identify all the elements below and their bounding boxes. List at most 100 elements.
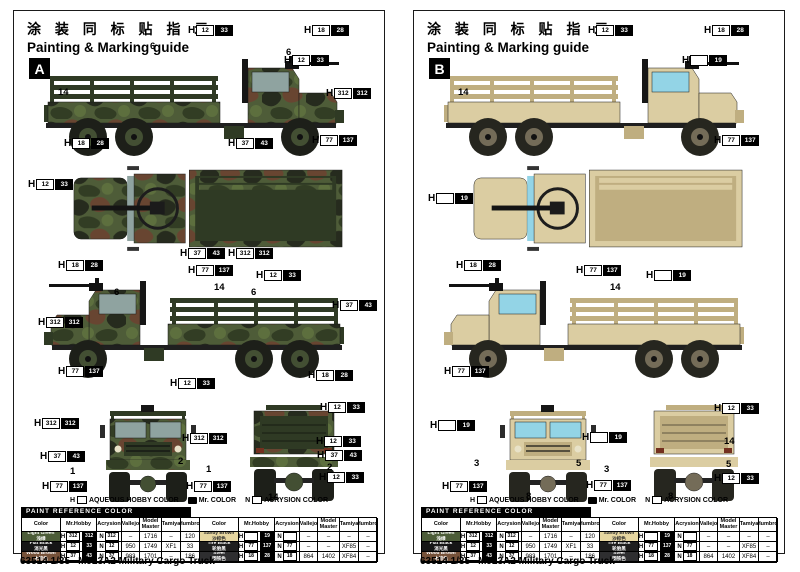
aqueous-number-box: 12 xyxy=(722,473,741,484)
col-header: Humbrol xyxy=(181,518,200,532)
aqueous-number-box: 77 xyxy=(584,265,603,276)
humbrol-cell: 120 xyxy=(581,532,600,542)
legend-mr-color: Mr. COLOR xyxy=(187,496,236,504)
col-header: Acrysion xyxy=(97,518,122,532)
aqueous-prefix: H xyxy=(586,480,594,491)
aqueous-prefix: H xyxy=(704,25,712,36)
paint-callout: H 18 28 xyxy=(704,25,750,36)
mr-color-number-box: 137 xyxy=(339,135,358,146)
model-master-cell: 1749 xyxy=(540,542,562,552)
model-master-cell: 1701 xyxy=(540,552,562,562)
tamiya-cell: XF1 xyxy=(162,542,181,552)
paint-callout: H 77 137 xyxy=(442,481,488,492)
aqueous-number-box: 77 xyxy=(450,481,469,492)
aqueous-number-box: 18 xyxy=(712,25,731,36)
col-header: Humbrol xyxy=(759,518,778,532)
vallejo-cell: – xyxy=(300,542,318,552)
col-header: Vallejo xyxy=(300,518,318,532)
aqueous-number-box: 77 xyxy=(194,481,213,492)
truck-side-view-cab-right xyxy=(44,56,344,156)
col-header: Model Master xyxy=(140,518,162,532)
part-number: 1 xyxy=(206,464,212,475)
paint-callout: H 12 33 xyxy=(714,473,760,484)
acrysion-cell: N xyxy=(275,532,300,542)
paint-callout: H 19 xyxy=(682,55,728,66)
paint-table-title: PAINT REFERENCE COLOR xyxy=(421,507,591,517)
col-header: Mr.Hobby xyxy=(61,518,97,532)
aqueous-number-box: 312 xyxy=(42,418,61,429)
paint-callout: H 312 312 xyxy=(228,248,274,259)
truck-side-view-cab-left xyxy=(44,278,344,378)
aqueous-number-box: 18 xyxy=(72,138,91,149)
aqueous-prefix: H xyxy=(442,481,450,492)
tamiya-cell: XF85 xyxy=(340,542,359,552)
paint-callout: H 77 137 xyxy=(586,480,632,491)
aqueous-prefix: H xyxy=(646,270,654,281)
aqueous-prefix: H xyxy=(180,248,188,259)
mr-color-number-box: 28 xyxy=(335,370,354,381)
model-master-cell: 1402 xyxy=(318,552,340,562)
mr-color-number-box: 33 xyxy=(741,473,760,484)
scheme-badge-b: B xyxy=(429,58,450,79)
col-header: Mr.Hobby xyxy=(639,518,675,532)
paint-table-grid: Color Mr.Hobby Acrysion Vallejo Model Ma… xyxy=(21,517,378,563)
paint-callout: H 12 33 xyxy=(319,472,365,483)
aqueous-number-box xyxy=(590,432,609,443)
aqueous-number-box: 312 xyxy=(190,433,209,444)
aqueous-prefix: H xyxy=(682,55,690,66)
aqueous-number-box: 12 xyxy=(327,472,346,483)
paint-table-title: PAINT REFERENCE COLOR xyxy=(21,507,191,517)
aqueous-number-box: 12 xyxy=(324,436,343,447)
col-header: Tamiya xyxy=(740,518,759,532)
mr-color-number-box: 312 xyxy=(353,88,372,99)
model-master-cell: 1402 xyxy=(718,552,740,562)
aqueous-prefix: H xyxy=(228,138,236,149)
mr-color-number-box: 19 xyxy=(609,432,628,443)
paint-callout: H 37 43 xyxy=(180,248,226,259)
aqueous-prefix: H xyxy=(40,451,48,462)
mr-color-number-box: 43 xyxy=(67,451,86,462)
col-header: Acrysion xyxy=(675,518,700,532)
paint-callout: H 37 43 xyxy=(332,300,378,311)
paint-callout: H 37 43 xyxy=(228,138,274,149)
tamiya-cell: – xyxy=(162,552,181,562)
aqueous-prefix: H xyxy=(58,366,66,377)
vallejo-cell: – xyxy=(522,532,540,542)
vallejo-cell: – xyxy=(122,532,140,542)
aqueous-prefix: H xyxy=(58,260,66,271)
tamiya-cell: – xyxy=(340,532,359,542)
aqueous-prefix: H xyxy=(182,433,190,444)
col-header: Vallejo xyxy=(700,518,718,532)
col-header: Color xyxy=(22,518,61,532)
paint-callout: H 77 137 xyxy=(58,366,104,377)
aqueous-prefix: H xyxy=(430,420,438,431)
model-master-cell: 1701 xyxy=(140,552,162,562)
vallejo-cell: 864 xyxy=(300,552,318,562)
part-number: 5 xyxy=(576,458,582,469)
white-box-icon xyxy=(252,496,263,504)
aqueous-prefix: H xyxy=(188,265,196,276)
tamiya-cell: – xyxy=(740,532,759,542)
acrysion-cell: N xyxy=(675,532,700,542)
mr-color-number-box: 19 xyxy=(673,270,692,281)
aqueous-prefix: H xyxy=(38,317,46,328)
vallejo-cell: 983 xyxy=(522,552,540,562)
mr-color-number-box: 28 xyxy=(85,260,104,271)
truck-front-view xyxy=(500,405,596,502)
mr-color-number-box: 33 xyxy=(741,403,760,414)
mr-color-number-box: 33 xyxy=(343,436,362,447)
mr-color-number-box: 33 xyxy=(311,55,330,66)
aqueous-prefix: H xyxy=(228,248,236,259)
mr-color-number-box: 33 xyxy=(346,472,365,483)
paint-table-grid: Color Mr.Hobby Acrysion Vallejo Model Ma… xyxy=(421,517,778,563)
paint-callout: H 12 33 xyxy=(588,25,634,36)
